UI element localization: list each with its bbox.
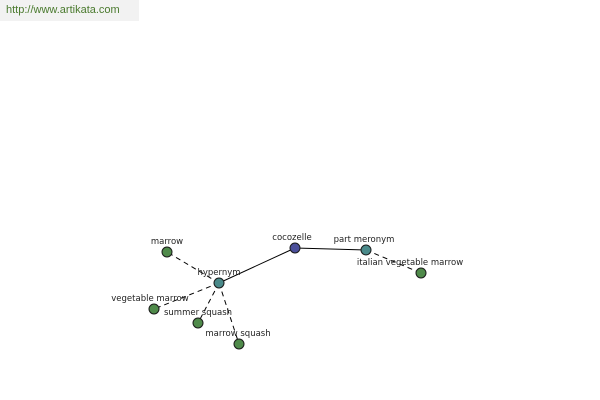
edges-layer (153, 247, 422, 345)
node-part-meronym[interactable] (360, 244, 372, 256)
node-label-marrow-squash: marrow squash (205, 329, 270, 339)
node-label-vegetable-marrow: vegetable marrow (111, 294, 188, 304)
node-label-italian-vegetable-marrow: italian vegetable marrow (357, 258, 463, 268)
node-summer-squash[interactable] (192, 317, 204, 329)
labels-layer: cocozelle hypernym part meronym marrow veget… (111, 233, 463, 339)
node-label-part-meronym: part meronym (334, 235, 395, 245)
node-label-cocozelle: cocozelle (272, 233, 311, 243)
edge-part-meronym-to-italian-vegetable-marrow (365, 249, 422, 274)
edge-hypernym-to-marrow (166, 251, 220, 284)
node-label-hypernym: hypernym (197, 268, 240, 278)
node-vegetable-marrow[interactable] (148, 303, 160, 315)
edge-cocozelle-to-hypernym (218, 247, 296, 284)
edge-hypernym-to-vegetable-marrow (153, 282, 220, 310)
node-label-summer-squash: summer squash (164, 308, 232, 318)
edge-hypernym-to-marrow-squash (218, 282, 240, 345)
node-marrow-squash[interactable] (233, 338, 245, 350)
node-italian-vegetable-marrow[interactable] (415, 267, 427, 279)
node-label-marrow: marrow (151, 237, 183, 247)
node-marrow[interactable] (161, 246, 173, 258)
node-cocozelle[interactable] (289, 242, 301, 254)
nodes-layer (148, 242, 427, 350)
edge-hypernym-to-summer-squash (197, 282, 220, 324)
node-hypernym[interactable] (213, 277, 225, 289)
artikata-url-link[interactable]: http://www.artikata.com (0, 0, 139, 21)
edge-cocozelle-to-part-meronym (294, 247, 367, 251)
